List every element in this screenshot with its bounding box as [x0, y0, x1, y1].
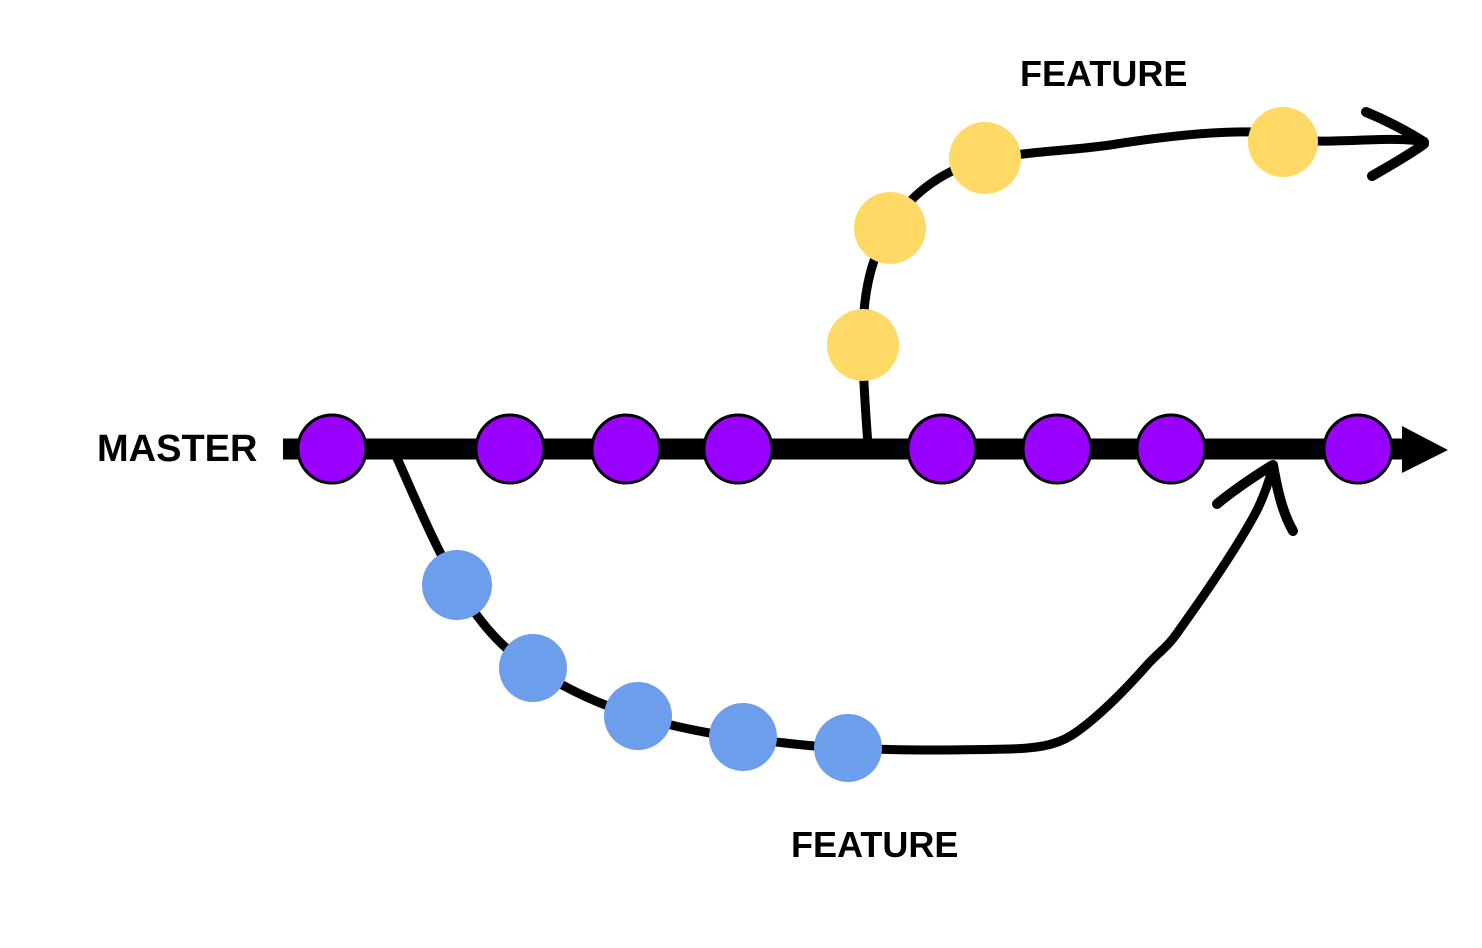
- master-commit: [296, 413, 368, 485]
- feature-bottom-commit: [604, 682, 672, 750]
- feature-top-commit: [949, 122, 1021, 194]
- master-branch-line: [283, 426, 1448, 473]
- master-commit: [1322, 413, 1394, 485]
- master-commit: [1021, 413, 1093, 485]
- feature-bottom-branch-label: FEATURE: [791, 824, 958, 865]
- master-commit: [702, 413, 774, 485]
- feature-top-arrowhead-upper-stroke: [1361, 107, 1429, 147]
- master-branch-label: MASTER: [97, 428, 257, 470]
- feature-top-commits: [827, 107, 1318, 381]
- feature-top-arrowhead-lower-stroke: [1367, 139, 1429, 181]
- feature-bottom-commit: [814, 714, 882, 782]
- master-commit: [590, 413, 662, 485]
- feature-top-commit: [854, 192, 926, 264]
- master-commit: [906, 413, 978, 485]
- feature-bottom-commit: [422, 550, 492, 620]
- feature-bottom-commit: [709, 703, 777, 771]
- master-commit: [474, 413, 546, 485]
- merge-arrowhead-right-stroke: [1268, 460, 1298, 536]
- feature-bottom-commits: [422, 550, 882, 782]
- master-commits: [296, 413, 1394, 485]
- feature-bottom-commit: [499, 634, 567, 702]
- merge-arrowhead-left-stroke: [1212, 461, 1276, 509]
- master-arrowhead: [1402, 426, 1448, 473]
- feature-top-commit: [827, 309, 899, 381]
- feature-top-branch-label: FEATURE: [1020, 53, 1187, 94]
- master-commit: [1135, 413, 1207, 485]
- feature-top-commit: [1248, 107, 1318, 177]
